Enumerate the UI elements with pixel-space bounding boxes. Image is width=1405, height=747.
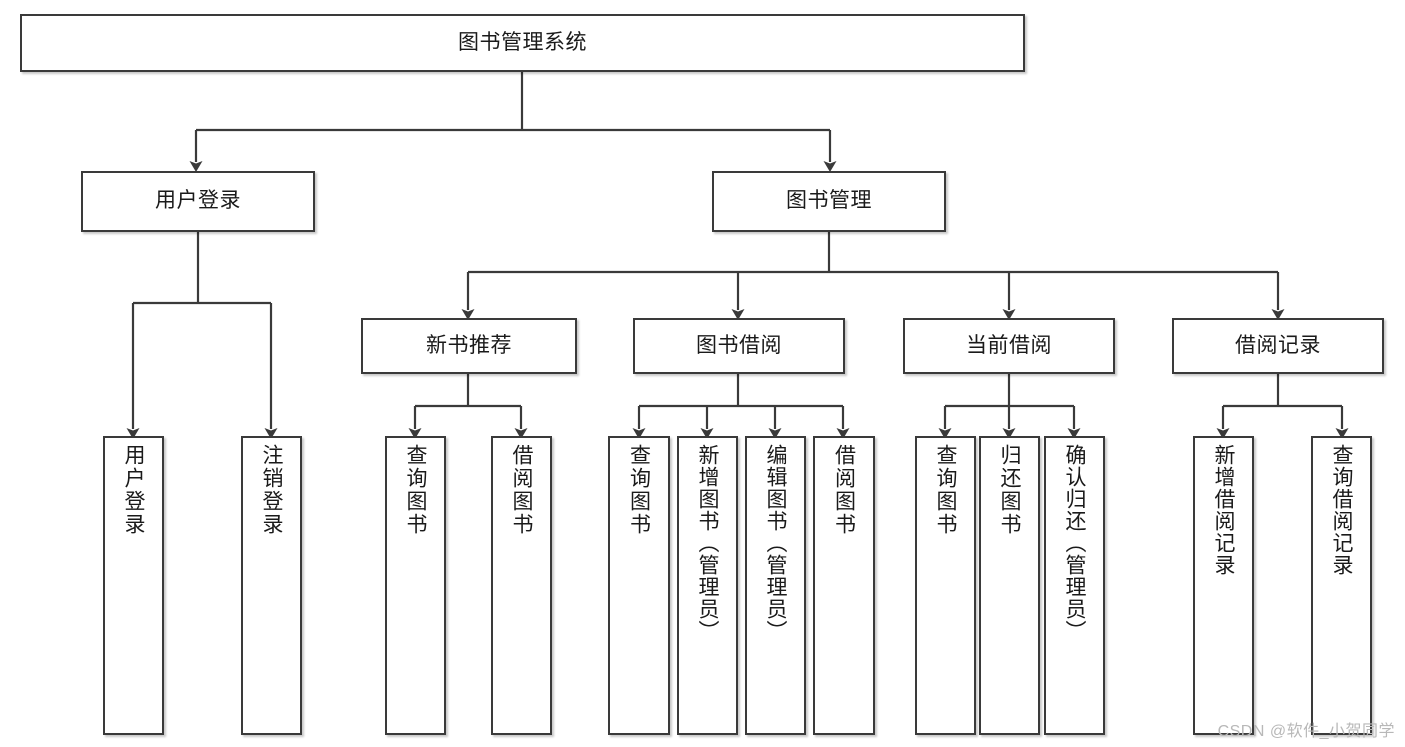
node-current-borrow[interactable]: 当前借阅 [903,318,1115,374]
node-label: 图书管理 [786,189,872,213]
node-label: 注销登录 [260,444,283,536]
node-book-management[interactable]: 图书管理 [712,171,946,232]
node-label: 借阅图书 [510,444,533,536]
node-label: 借阅记录 [1235,333,1321,357]
node-user-login[interactable]: 用户登录 [81,171,315,232]
leaf-recommend-query-book[interactable]: 查询图书 [385,436,446,735]
leaf-current-return-book[interactable]: 归还图书 [979,436,1040,735]
leaf-borrow-edit-book-admin[interactable]: 编辑图书（管理员） [745,436,806,735]
leaf-borrow-query-book[interactable]: 查询图书 [608,436,670,735]
leaf-borrow-add-book-admin[interactable]: 新增图书（管理员） [677,436,738,735]
node-label: 确认归还（管理员） [1063,444,1086,642]
leaf-user-login-login[interactable]: 用户登录 [103,436,164,735]
leaf-borrow-borrow-book[interactable]: 借阅图书 [813,436,875,735]
leaf-current-confirm-return-admin[interactable]: 确认归还（管理员） [1044,436,1105,735]
node-label: 新增借阅记录 [1212,444,1235,576]
leaf-record-add-record[interactable]: 新增借阅记录 [1193,436,1254,735]
node-label: 用户登录 [155,189,241,213]
node-root-system[interactable]: 图书管理系统 [20,14,1025,72]
watermark: CSDN @软件_小贺同学 [1217,723,1395,740]
node-label: 图书借阅 [696,333,782,357]
node-label: 借阅图书 [832,444,856,536]
node-label: 查询图书 [404,444,427,536]
node-borrow-record[interactable]: 借阅记录 [1172,318,1384,374]
node-label: 新增图书（管理员） [696,444,719,642]
node-label: 图书管理系统 [458,30,587,54]
node-label: 查询借阅记录 [1330,444,1353,576]
node-label: 新书推荐 [426,333,512,357]
leaf-user-login-logout[interactable]: 注销登录 [241,436,302,735]
node-label: 用户登录 [122,444,145,536]
node-label: 归还图书 [998,444,1021,536]
leaf-recommend-borrow-book[interactable]: 借阅图书 [491,436,552,735]
leaf-current-query-book[interactable]: 查询图书 [915,436,976,735]
node-label: 查询图书 [934,444,957,536]
node-label: 当前借阅 [966,333,1052,357]
leaf-record-query-record[interactable]: 查询借阅记录 [1311,436,1372,735]
node-new-book-recommend[interactable]: 新书推荐 [361,318,577,374]
node-label: 查询图书 [627,444,651,536]
node-label: 编辑图书（管理员） [764,444,787,642]
node-book-borrow[interactable]: 图书借阅 [633,318,845,374]
